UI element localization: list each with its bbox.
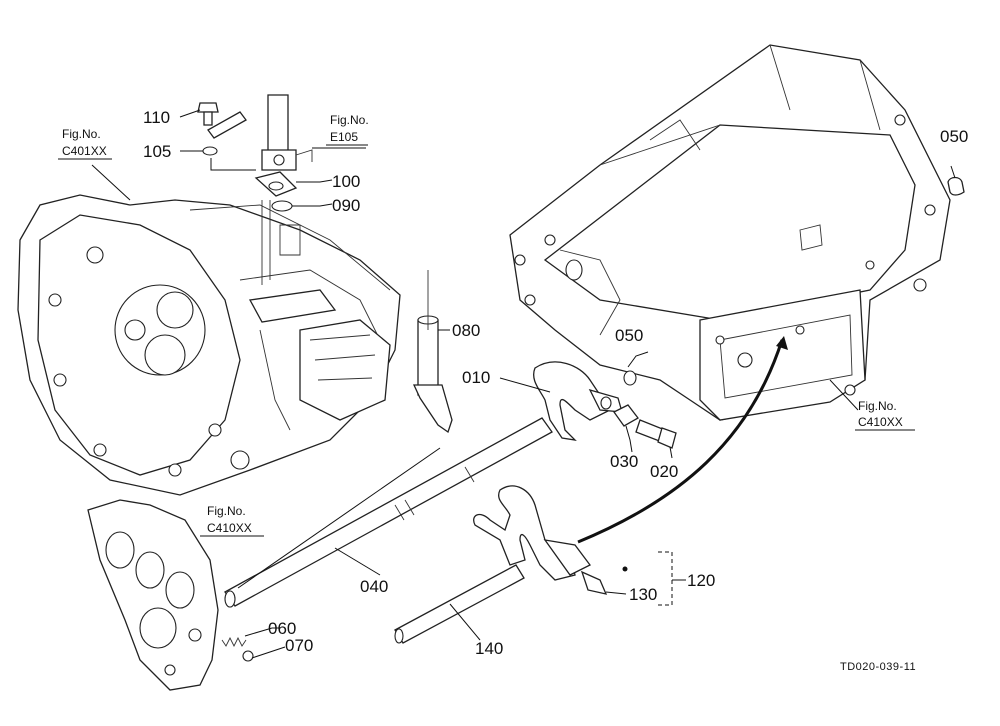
shift-rod-040	[224, 417, 553, 608]
leader-lines	[91, 109, 956, 659]
callout-120: 120	[687, 571, 715, 590]
callout-030: 030	[610, 452, 638, 471]
figref-c401-code: C401XX	[62, 144, 107, 158]
figref-e105-heading: Fig.No.	[330, 113, 369, 127]
callout-080: 080	[452, 321, 480, 340]
snap-ring-050-upper	[947, 176, 965, 196]
callout-050-upper: 050	[940, 127, 968, 146]
snap-ring-050-lower	[623, 370, 637, 386]
shift-fork-120	[473, 485, 591, 581]
callout-070: 070	[285, 636, 313, 655]
callout-040: 040	[360, 577, 388, 596]
figref-c401-heading: Fig.No.	[62, 127, 101, 141]
callout-090: 090	[332, 196, 360, 215]
spring-060	[221, 636, 247, 648]
figref-e105-code: E105	[330, 130, 358, 144]
callout-140: 140	[475, 639, 503, 658]
upper-shift-rod	[261, 94, 313, 171]
front-transmission-case	[17, 194, 401, 496]
rear-transmission-case	[509, 44, 951, 421]
plunger-130	[580, 570, 608, 595]
callout-020: 020	[650, 462, 678, 481]
transfer-arrow	[577, 339, 784, 544]
callout-130: 130	[629, 585, 657, 604]
shift-fork-010	[533, 361, 623, 441]
figref-c410-bottom-heading: Fig.No.	[207, 504, 246, 518]
ball-070	[242, 650, 254, 662]
fork-shaft-140	[394, 564, 525, 644]
o-ring-090	[271, 200, 293, 212]
bolt-110	[197, 102, 219, 126]
bolt-020	[635, 419, 677, 449]
bottom-cover-plate	[87, 499, 219, 691]
callout-050-lower: 050	[615, 326, 643, 345]
callout-010: 010	[462, 368, 490, 387]
group-bracket-120	[658, 551, 673, 606]
shift-arm-080	[412, 270, 453, 434]
lock-plate	[207, 111, 247, 139]
figref-c410-bottom-code: C410XX	[207, 521, 252, 535]
detent-ball	[622, 566, 628, 572]
figref-c410-rear-code: C410XX	[858, 415, 903, 429]
figref-c410-rear-heading: Fig.No.	[858, 399, 897, 413]
washer-105	[202, 146, 218, 156]
callout-105: 105	[143, 142, 171, 161]
lock-washer-030	[613, 404, 639, 427]
drawing-code: TD020-039-11	[840, 661, 916, 673]
callout-100: 100	[332, 172, 360, 191]
callout-060: 060	[268, 619, 296, 638]
callout-110: 110	[143, 108, 170, 127]
